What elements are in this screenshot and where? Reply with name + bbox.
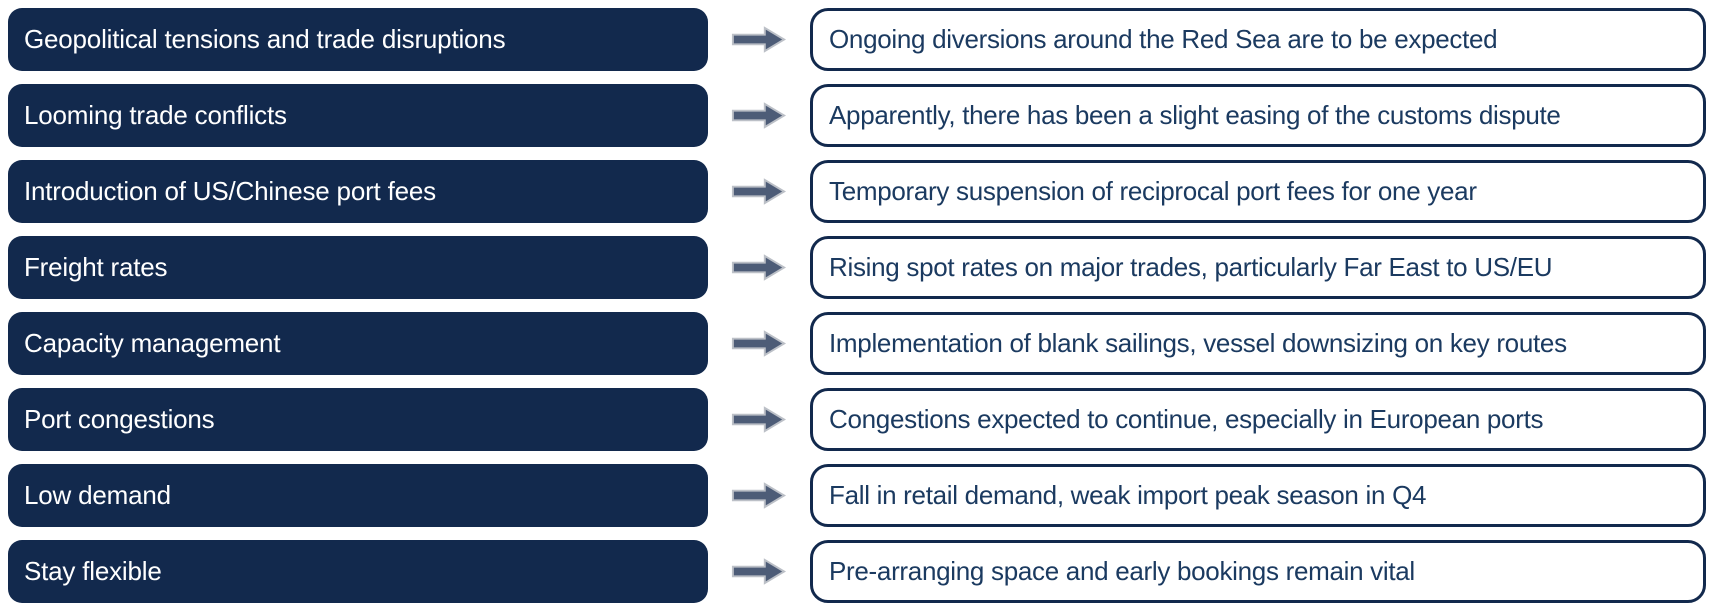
topic-label: Port congestions — [24, 404, 215, 434]
arrow-cell — [708, 464, 810, 527]
arrow-cell — [708, 540, 810, 603]
topic-label: Geopolitical tensions and trade disrupti… — [24, 24, 506, 54]
detail-box: Pre-arranging space and early bookings r… — [810, 540, 1706, 603]
mapping-row: Low demand Fall in retail demand, weak i… — [8, 464, 1714, 527]
topic-box: Low demand — [8, 464, 708, 527]
arrow-cell — [708, 160, 810, 223]
topic-box: Looming trade conflicts — [8, 84, 708, 147]
right-arrow-icon — [731, 26, 787, 53]
mapping-row: Geopolitical tensions and trade disrupti… — [8, 8, 1714, 71]
topic-box: Stay flexible — [8, 540, 708, 603]
mapping-row: Capacity management Implementation of bl… — [8, 312, 1714, 375]
mapping-row: Looming trade conflicts Apparently, ther… — [8, 84, 1714, 147]
arrow-cell — [708, 312, 810, 375]
detail-label: Ongoing diversions around the Red Sea ar… — [829, 24, 1498, 54]
topic-label: Stay flexible — [24, 556, 162, 586]
arrow-cell — [708, 8, 810, 71]
topic-box: Geopolitical tensions and trade disrupti… — [8, 8, 708, 71]
topic-label: Low demand — [24, 480, 171, 510]
detail-label: Congestions expected to continue, especi… — [829, 404, 1544, 434]
detail-box: Temporary suspension of reciprocal port … — [810, 160, 1706, 223]
right-arrow-icon — [731, 482, 787, 509]
detail-label: Temporary suspension of reciprocal port … — [829, 176, 1477, 206]
right-arrow-icon — [731, 254, 787, 281]
detail-box: Apparently, there has been a slight easi… — [810, 84, 1706, 147]
detail-box: Rising spot rates on major trades, parti… — [810, 236, 1706, 299]
topic-box: Introduction of US/Chinese port fees — [8, 160, 708, 223]
mapping-row: Stay flexible Pre-arranging space and ea… — [8, 540, 1714, 603]
detail-label: Pre-arranging space and early bookings r… — [829, 556, 1415, 586]
arrow-cell — [708, 388, 810, 451]
topic-box: Capacity management — [8, 312, 708, 375]
topic-label: Freight rates — [24, 252, 168, 282]
right-arrow-icon — [731, 330, 787, 357]
right-arrow-icon — [731, 406, 787, 433]
detail-box: Congestions expected to continue, especi… — [810, 388, 1706, 451]
detail-label: Implementation of blank sailings, vessel… — [829, 328, 1567, 358]
arrow-cell — [708, 84, 810, 147]
right-arrow-icon — [731, 178, 787, 205]
detail-box: Implementation of blank sailings, vessel… — [810, 312, 1706, 375]
arrow-cell — [708, 236, 810, 299]
mapping-row: Freight rates Rising spot rates on major… — [8, 236, 1714, 299]
right-arrow-icon — [731, 558, 787, 585]
mapping-row: Port congestions Congestions expected to… — [8, 388, 1714, 451]
topic-label: Looming trade conflicts — [24, 100, 287, 130]
topic-label: Introduction of US/Chinese port fees — [24, 176, 436, 206]
detail-label: Apparently, there has been a slight easi… — [829, 100, 1561, 130]
mapping-row: Introduction of US/Chinese port fees Tem… — [8, 160, 1714, 223]
detail-box: Fall in retail demand, weak import peak … — [810, 464, 1706, 527]
right-arrow-icon — [731, 102, 787, 129]
detail-label: Rising spot rates on major trades, parti… — [829, 252, 1553, 282]
topic-box: Freight rates — [8, 236, 708, 299]
detail-label: Fall in retail demand, weak import peak … — [829, 480, 1427, 510]
detail-box: Ongoing diversions around the Red Sea ar… — [810, 8, 1706, 71]
topic-box: Port congestions — [8, 388, 708, 451]
topic-label: Capacity management — [24, 328, 281, 358]
